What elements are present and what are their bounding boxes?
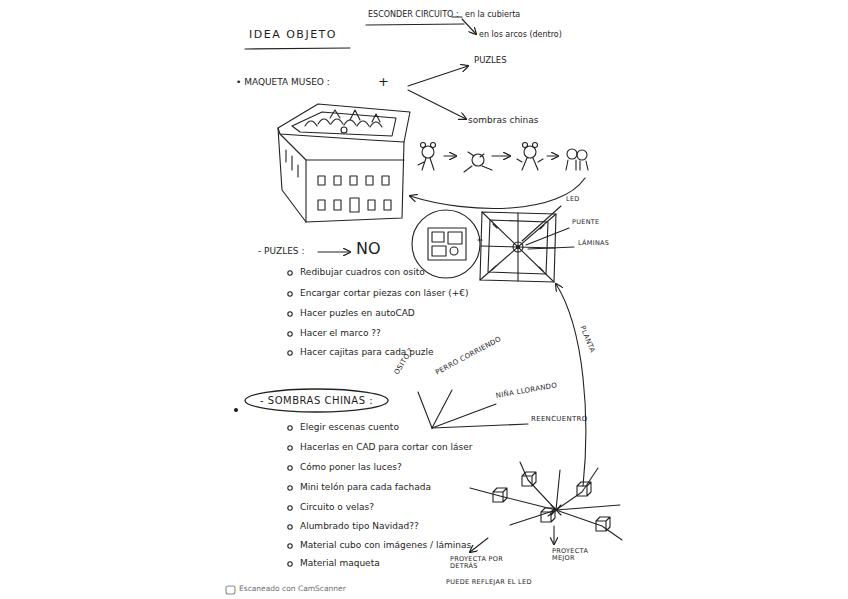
note: PUEDE REFLEJAR EL LED: [446, 579, 532, 586]
note: en los arcos (dentro): [479, 30, 562, 39]
list-item: Elegir escenas cuento: [300, 422, 399, 432]
scene-label: REENCUENTRO: [531, 415, 588, 423]
leader-line: [528, 247, 574, 249]
list-item: Hacer puzles en autoCAD: [300, 308, 415, 318]
list-item: Material maqueta: [300, 558, 380, 568]
note: PROYECTA POR DETRÁS: [450, 556, 512, 571]
leader-line: [522, 206, 561, 241]
list-bullets: [288, 271, 292, 566]
option-label: sombras chinas: [468, 115, 539, 125]
dot: [235, 409, 238, 412]
part-label: PUENTE: [572, 219, 600, 226]
floor-plan: [480, 212, 556, 282]
arrow: [408, 66, 468, 86]
list-item: Redibujar cuadros con osito: [300, 267, 425, 277]
planta-arrow: [556, 284, 586, 486]
list-item: Mini telón para cada fachada: [300, 482, 431, 492]
branch-arrow: [462, 19, 476, 34]
note: en la cubierta: [465, 10, 520, 19]
shadow-figures: [410, 143, 588, 209]
node-body: - SOMBRAS CHINAS :: [244, 388, 390, 413]
answer: NO: [356, 240, 381, 258]
list-item: Circuito o velas?: [300, 502, 374, 512]
note: PROYECTA MEJOR: [552, 548, 592, 563]
light-cubes: [470, 462, 622, 552]
arrow: [408, 90, 466, 119]
list-item: Hacerlas en CAD para cortar con láser: [300, 442, 472, 452]
list-item: Cómo poner las luces?: [300, 462, 402, 472]
list-item: Alumbrado tipo Navidad??: [300, 521, 419, 531]
section-heading: • MAQUETA MUSEO :: [236, 77, 330, 87]
part-label: PLANTA: [578, 325, 596, 355]
title: IDEA OBJETO: [249, 29, 337, 42]
heading-text: - SOMBRAS CHINAS :: [260, 395, 374, 406]
list-item: Encargar cortar piezas con láser (+€): [300, 288, 469, 298]
part-label: LED: [566, 196, 580, 203]
underline: [366, 24, 464, 25]
museum-model-sketch: [278, 104, 410, 222]
list-item: Material cubo con imágenes / láminas: [300, 540, 471, 550]
option-label: PUZLES: [474, 56, 507, 66]
section-heading: - PUZLES :: [258, 246, 304, 256]
scene-label: NIÑA LLORANDO: [495, 381, 557, 400]
leader-line: [526, 228, 569, 245]
plus-sign: +: [378, 75, 389, 90]
watermark: Escaneado con CamScanner: [239, 585, 346, 594]
scanner-icon: [226, 586, 235, 594]
title-underline: [245, 48, 350, 49]
scene-label: PERRO CORRIENDO: [434, 335, 503, 377]
part-label: LÁMINAS: [578, 240, 609, 247]
arrow: [318, 251, 350, 252]
note-heading: ESCONDER CIRCUITO :: [368, 10, 459, 19]
list-item: Hacer el marco ??: [300, 328, 381, 338]
circled-heading: - SOMBRAS CHINAS :: [244, 388, 390, 413]
